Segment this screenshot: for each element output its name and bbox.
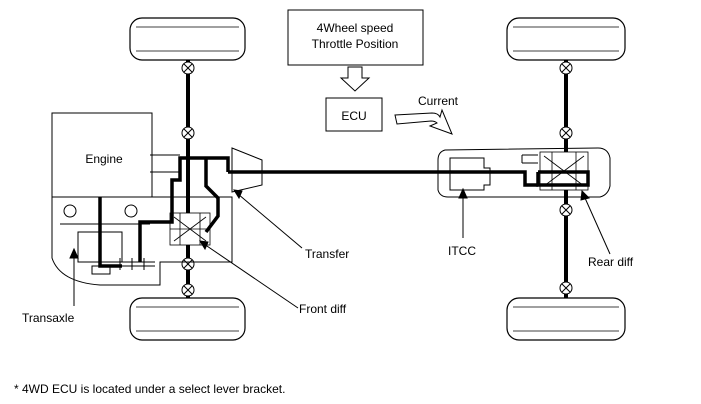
current-label: Current	[418, 94, 459, 108]
cv-joint-icon	[559, 281, 573, 295]
transfer-housing	[231, 147, 263, 193]
transaxle-label: Transaxle	[22, 311, 75, 325]
leader-lines	[69, 187, 611, 309]
cv-joint-icon	[559, 203, 573, 217]
cv-joint-icon	[559, 61, 573, 75]
itcc-label: ITCC	[448, 244, 476, 258]
cv-joint-icon	[181, 126, 195, 140]
front-diff-gear	[169, 212, 211, 246]
sensor-input-line1: 4Wheel speed	[317, 21, 394, 35]
wheel-front-right	[129, 297, 246, 341]
wheel-rear-left	[506, 17, 626, 61]
engine-label: Engine	[85, 152, 123, 166]
wheel-rear-right	[506, 297, 626, 341]
wheel-front-left	[129, 17, 246, 61]
footnote: * 4WD ECU is located under a select leve…	[14, 382, 285, 396]
cv-joint-icon	[559, 126, 573, 140]
ecu-label: ECU	[341, 109, 366, 123]
rear-diff-label: Rear diff	[588, 255, 634, 269]
engine-block: Engine	[51, 112, 153, 198]
front-diff-label: Front diff	[299, 302, 347, 316]
down-arrow-icon	[339, 66, 371, 92]
power-flow-path	[98, 156, 590, 268]
cv-joint-icon	[181, 257, 195, 271]
ecu-box: ECU	[325, 97, 383, 132]
transfer-label: Transfer	[305, 247, 349, 261]
cv-joints	[181, 61, 573, 297]
cv-joint-icon	[181, 283, 195, 297]
current-arrow-icon	[394, 108, 453, 135]
rear-housing	[437, 147, 611, 198]
sensor-input-line2: Throttle Position	[312, 37, 399, 51]
sensor-input-box: 4Wheel speed Throttle Position	[287, 9, 424, 66]
cv-joint-icon	[181, 61, 195, 75]
